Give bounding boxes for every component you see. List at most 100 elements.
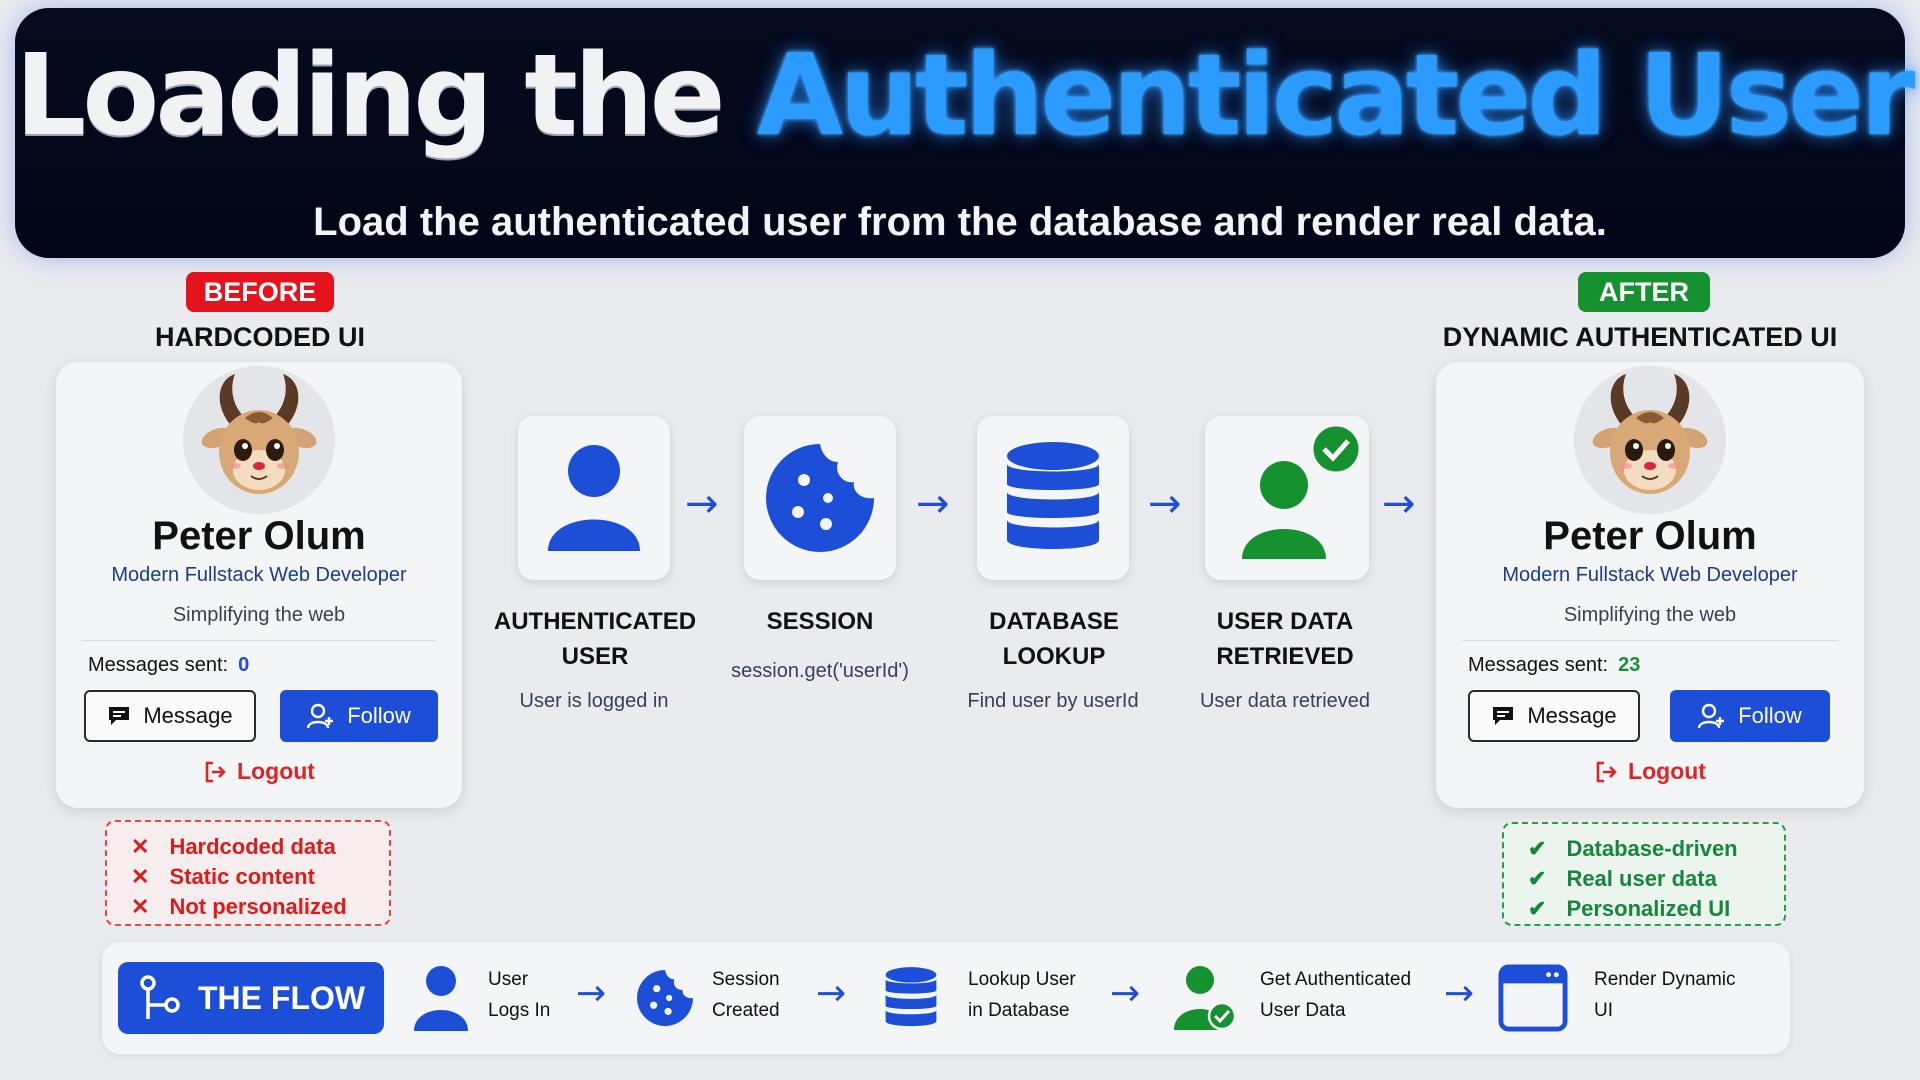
flow-item-line: Created: [712, 1000, 780, 1021]
arrow-right-icon: →: [685, 481, 719, 527]
step-session-box: [744, 416, 896, 580]
message-button-label: Message: [143, 703, 233, 728]
after-heading: DYNAMIC AUTHENTICATED UI: [1442, 322, 1838, 352]
cons-item-label: Hardcoded data: [169, 834, 336, 859]
user-icon: [548, 445, 640, 551]
before-badge: BEFORE: [186, 272, 334, 312]
step-description: User data retrieved: [1199, 690, 1371, 712]
messages-sent-label: Messages sent:: [88, 654, 229, 676]
list-item: ✕ Hardcoded data: [131, 832, 389, 862]
step-title-line: USER: [561, 643, 629, 670]
list-item: ✔ Real user data: [1528, 864, 1784, 894]
message-button[interactable]: Message: [84, 690, 256, 742]
list-item: ✔ Database-driven: [1528, 834, 1784, 864]
check-icon: ✔: [1528, 866, 1547, 891]
logout-link[interactable]: Logout: [56, 758, 462, 785]
arrow-right-icon: →: [1444, 973, 1475, 1014]
pros-item-label: Real user data: [1566, 866, 1717, 891]
messages-sent-count: 0: [238, 654, 250, 676]
goat-avatar-icon: [1574, 366, 1726, 514]
cookie-icon: [637, 970, 693, 1026]
step-title-line: DATABASE: [989, 608, 1119, 635]
follow-button-label: Follow: [347, 703, 411, 728]
flow-item-icon: [630, 960, 700, 1036]
logout-icon: [1596, 761, 1617, 782]
arrow-right-icon: →: [1382, 481, 1416, 527]
arrow-right-icon: →: [1110, 973, 1141, 1014]
flow-item-icon: [406, 960, 476, 1036]
logout-label: Logout: [1628, 758, 1706, 784]
browser-window-icon: [1498, 964, 1568, 1032]
header-banner: Loading the Authenticated User Load the …: [15, 8, 1915, 258]
add-user-icon: [1698, 703, 1725, 729]
cons-item-label: Static content: [169, 864, 315, 889]
list-item: ✕Not personalized: [131, 892, 389, 922]
page-subtitle: Load the authenticated user from the dat…: [313, 200, 1607, 244]
goat-avatar-icon: [183, 366, 335, 514]
flow-item-line: Get Authenticated: [1260, 969, 1412, 990]
follow-button[interactable]: Follow: [280, 690, 438, 742]
profile-tagline: Simplifying the web: [172, 604, 346, 626]
flow-item-line: Lookup User: [968, 969, 1076, 990]
cons-list: ✕ Hardcoded data ✕ Static content ✕Not per…: [105, 820, 391, 926]
messages-sent-label: Messages sent:: [1468, 654, 1609, 676]
profile-role: Modern Fullstack Web Developer: [111, 564, 407, 586]
arrow-right-icon: →: [916, 481, 950, 527]
profile-name: Peter Olum: [152, 514, 366, 558]
message-button-label: Message: [1527, 703, 1617, 728]
message-button[interactable]: Message: [1468, 690, 1640, 742]
follow-button[interactable]: Follow: [1670, 690, 1830, 742]
flow-item-icon: [876, 960, 946, 1036]
flow-item-icon: [1170, 960, 1240, 1036]
pros-item-label: Personalized UI: [1566, 896, 1731, 921]
flow-item-line: User: [488, 969, 529, 990]
divider: [1462, 640, 1838, 641]
flow-item-icon: [1498, 960, 1568, 1036]
pros-item-label: Database-driven: [1566, 836, 1738, 861]
flow-item-line: in Database: [968, 1000, 1070, 1021]
list-item: ✕ Static content: [131, 862, 389, 892]
flow-item-label: Lookup User in Database: [968, 964, 1076, 1026]
after-badge: AFTER: [1578, 272, 1710, 312]
before-heading: HARDCODED UI: [154, 322, 365, 352]
cross-icon: ✕: [131, 834, 150, 859]
step-title-line: SESSION: [766, 608, 874, 635]
list-item: ✔ Personalized UI: [1528, 894, 1784, 924]
logout-link[interactable]: Logout: [1436, 758, 1864, 785]
after-profile-card: Peter Olum Modern Fullstack Web Develope…: [1436, 362, 1864, 808]
profile-role: Modern Fullstack Web Developer: [1502, 564, 1798, 586]
step-database-box: [977, 416, 1129, 580]
flow-item-line: User Data: [1260, 1000, 1346, 1021]
avatar: [1574, 366, 1726, 514]
cons-item-label: Not personalized: [169, 894, 347, 919]
title-part-1: Loading the: [15, 31, 726, 161]
step-user-retrieved-box: [1205, 416, 1369, 580]
user-icon: [414, 966, 468, 1031]
chat-bubble-icon: [109, 707, 130, 725]
check-icon: ✔: [1528, 836, 1547, 861]
database-icon: [1007, 442, 1099, 549]
flow-item-line: Render Dynamic: [1594, 969, 1736, 990]
flow-item-line: UI: [1594, 1000, 1613, 1021]
flow-badge-label: THE FLOW: [198, 979, 366, 1016]
arrow-right-icon: →: [816, 973, 847, 1014]
check-icon: ✔: [1528, 896, 1547, 921]
step-authenticated-user-box: [518, 416, 670, 580]
avatar: [183, 366, 335, 514]
step-title-line: USER DATA: [1216, 608, 1354, 635]
step-description: User is logged in: [519, 690, 669, 712]
profile-name: Peter Olum: [1543, 514, 1757, 558]
logout-label: Logout: [237, 758, 315, 784]
flow-item-line: Session: [712, 969, 780, 990]
step-title-line: AUTHENTICATED: [493, 608, 697, 635]
logout-icon: [205, 761, 226, 782]
messages-sent-count: 23: [1618, 654, 1641, 676]
pros-list: ✔ Database-driven ✔ Real user data ✔ Person…: [1502, 822, 1786, 926]
cross-icon: ✕: [131, 864, 150, 889]
